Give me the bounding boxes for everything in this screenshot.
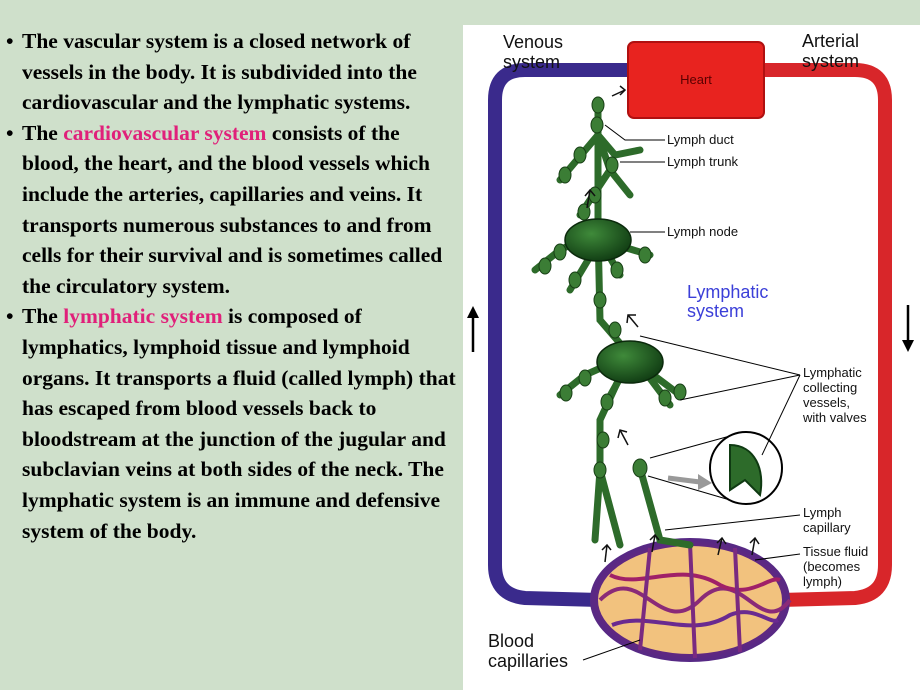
bullet-lymphatic-system: • The lymphatic system is composed of lym… bbox=[6, 301, 458, 546]
lymph-node-upper bbox=[564, 218, 632, 262]
lymph-node-lower bbox=[596, 340, 664, 384]
highlight-cardiovascular: cardiovascular system bbox=[63, 120, 267, 145]
bullet-dot: • bbox=[6, 120, 14, 145]
highlight-lymphatic: lymphatic system bbox=[63, 304, 223, 329]
bullet-text: is composed of lymphatics, lymphoid tiss… bbox=[22, 304, 456, 543]
diagram-svg: Heart bbox=[467, 31, 914, 671]
arterial-vessel bbox=[753, 63, 892, 607]
leader-lines bbox=[582, 124, 801, 661]
bullet-text: The vascular system is a closed network … bbox=[22, 29, 417, 115]
bullet-text: The bbox=[22, 304, 64, 329]
lymph-node-label: Lymph node bbox=[667, 224, 738, 239]
lymph-trunk-label: Lymph trunk bbox=[667, 154, 739, 169]
bullet-dot: • bbox=[6, 304, 14, 329]
text-panel: • The vascular system is a closed network… bbox=[6, 26, 458, 546]
blood-capillaries bbox=[590, 538, 792, 662]
valve-inset bbox=[647, 431, 783, 505]
bullet-dot: • bbox=[6, 29, 14, 53]
lymph-duct-label: Lymph duct bbox=[667, 132, 734, 147]
bullet-text: consists of the blood, the heart, and th… bbox=[22, 120, 443, 298]
bullet-vascular-system: • The vascular system is a closed network… bbox=[6, 26, 458, 118]
heart-label: Heart bbox=[680, 72, 712, 87]
bullet-cardiovascular-system: • The cardiovascular system consists of t… bbox=[6, 118, 458, 302]
flow-arrows bbox=[584, 85, 760, 563]
down-arrow-icon bbox=[902, 305, 914, 352]
up-arrow-icon bbox=[467, 306, 479, 352]
heart-shape bbox=[627, 41, 765, 119]
bullet-text: The bbox=[22, 120, 64, 145]
lymphatic-diagram: Heart bbox=[463, 25, 920, 690]
venous-vessel bbox=[488, 63, 637, 607]
